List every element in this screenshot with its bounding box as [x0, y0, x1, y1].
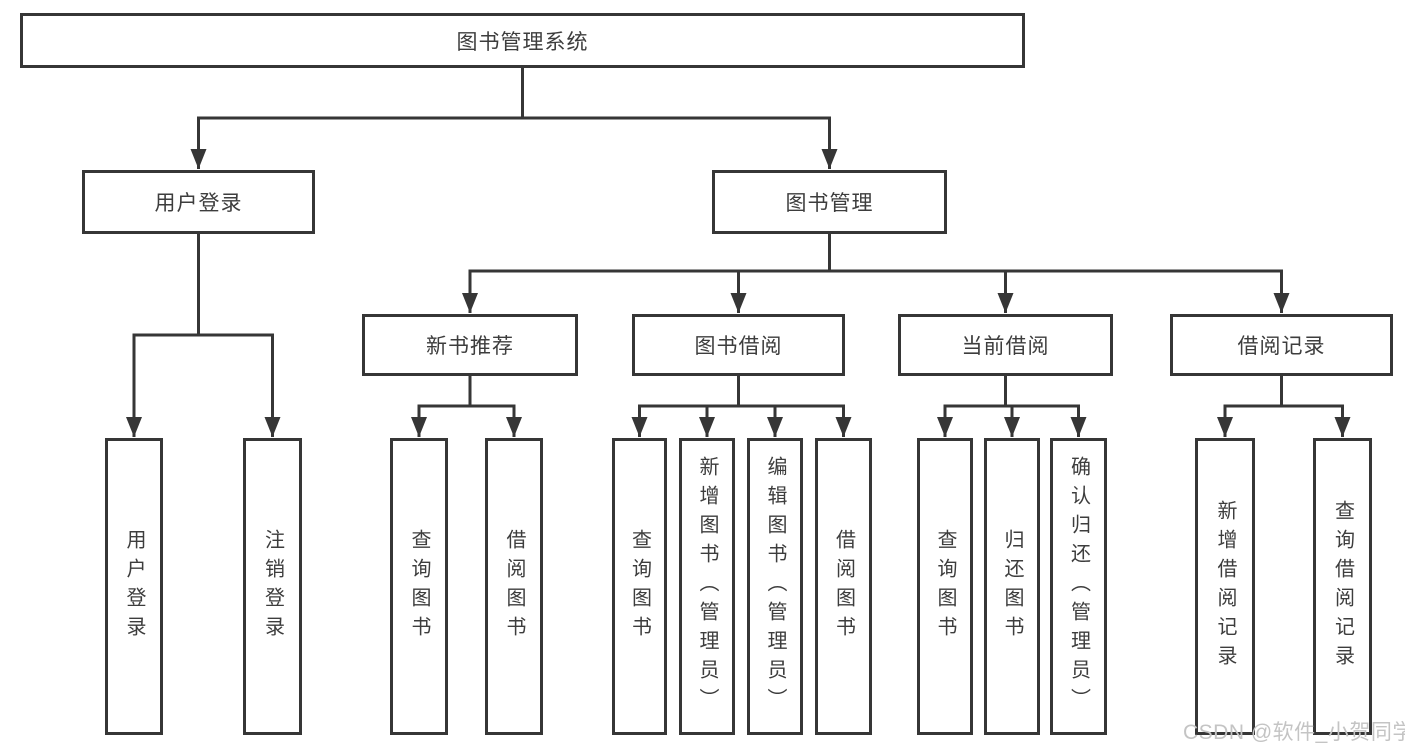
- node-borrow-records: 借阅记录: [1170, 314, 1393, 376]
- leaf-query-books-current-label: 查询图书: [934, 528, 956, 645]
- leaf-borrow-books-borrowing-label: 借阅图书: [832, 528, 855, 645]
- connector-bookmgmt-to-level2: [468, 234, 1283, 273]
- leaf-logout-login: 注销登录: [243, 438, 302, 735]
- leaf-confirm-return-admin: 确认归还（管理员）: [1050, 438, 1107, 735]
- leaf-add-books-admin-label: 新增图书（管理员）: [696, 456, 718, 717]
- node-new-book-recommend-label: 新书推荐: [426, 335, 514, 358]
- leaf-query-borrow-record: 查询借阅记录: [1313, 438, 1372, 735]
- leaf-query-books-recommend: 查询图书: [390, 438, 448, 735]
- connector-records-to-leaves: [1223, 373, 1344, 408]
- csdn-watermark: CSDN @软件_小贺同学: [1183, 721, 1405, 744]
- node-borrow-records-label: 借阅记录: [1237, 335, 1326, 358]
- leaf-add-borrow-record: 新增借阅记录: [1195, 438, 1255, 735]
- leaf-return-books: 归还图书: [984, 438, 1040, 735]
- connector-borrowing-to-leaves: [638, 375, 845, 408]
- leaf-user-login: 用户登录: [105, 438, 163, 735]
- connector-root-to-level1: [197, 68, 831, 120]
- leaf-edit-books-admin-label: 编辑图书（管理员）: [764, 456, 786, 717]
- leaf-return-books-label: 归还图书: [1001, 528, 1023, 645]
- node-book-management: 图书管理: [712, 170, 947, 234]
- connector-userlogin-to-leaves: [132, 234, 274, 337]
- connector-recommend-to-leaves: [417, 376, 516, 408]
- leaf-borrow-books-recommend: 借阅图书: [485, 438, 543, 735]
- node-book-management-label: 图书管理: [785, 192, 874, 215]
- leaf-edit-books-admin: 编辑图书（管理员）: [747, 438, 803, 735]
- leaf-query-books-borrowing-label: 查询图书: [628, 528, 651, 645]
- leaf-borrow-books-borrowing: 借阅图书: [815, 438, 872, 735]
- leaf-user-login-label: 用户登录: [123, 528, 145, 645]
- node-user-login: 用户登录: [82, 170, 315, 234]
- node-library-system: 图书管理系统: [20, 13, 1025, 68]
- leaf-logout-login-label: 注销登录: [261, 528, 284, 645]
- node-book-borrowing-label: 图书借阅: [694, 335, 783, 358]
- node-book-borrowing: 图书借阅: [632, 314, 845, 376]
- leaf-borrow-books-recommend-label: 借阅图书: [503, 528, 525, 645]
- leaf-query-borrow-record-label: 查询借阅记录: [1331, 499, 1354, 674]
- node-current-borrowing-label: 当前借阅: [961, 335, 1050, 358]
- node-user-login-label: 用户登录: [154, 192, 243, 215]
- leaf-add-borrow-record-label: 新增借阅记录: [1214, 499, 1236, 674]
- leaf-query-books-borrowing: 查询图书: [612, 438, 667, 735]
- node-current-borrowing: 当前借阅: [898, 314, 1113, 376]
- connector-current-to-leaves: [943, 375, 1080, 408]
- node-new-book-recommend: 新书推荐: [362, 314, 578, 376]
- leaf-add-books-admin: 新增图书（管理员）: [679, 438, 735, 735]
- leaf-query-books-current: 查询图书: [917, 438, 973, 735]
- leaf-query-books-recommend-label: 查询图书: [408, 528, 430, 645]
- node-library-system-label: 图书管理系统: [456, 30, 589, 54]
- leaf-confirm-return-admin-label: 确认归还（管理员）: [1067, 456, 1090, 717]
